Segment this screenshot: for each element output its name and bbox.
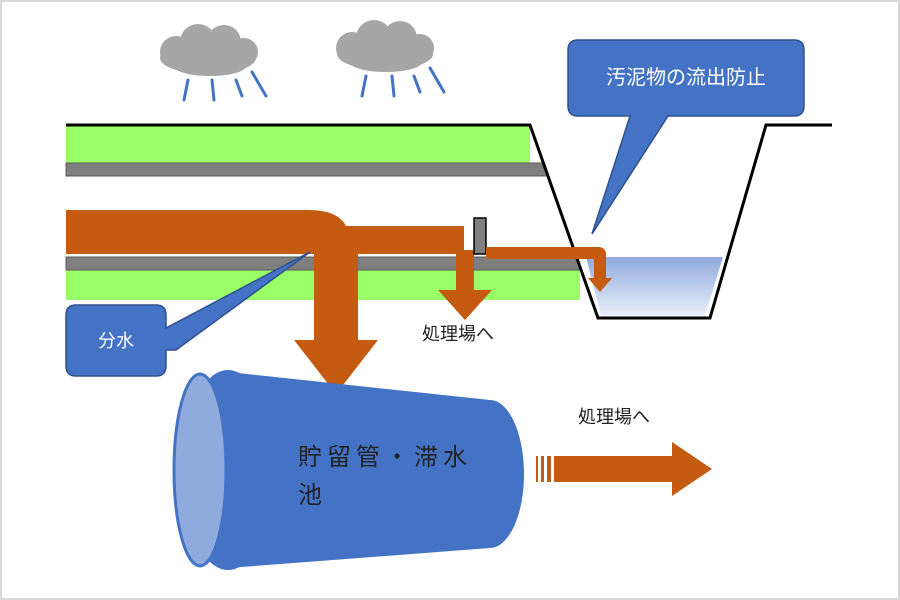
rain-cloud-icon [160,24,268,102]
callout-left-label: 分水 [98,331,134,352]
tank-label-line1: 貯留管・滞水 [298,443,472,471]
to-plant-label-1: 処理場へ [422,324,494,345]
tank-label-line2: 池 [298,481,327,509]
divert-arrow [294,226,378,394]
overflow-flow [486,247,612,292]
to-plant-label-2: 処理場へ [578,407,650,428]
callout-top [567,39,805,235]
stripe-arrow-icon [536,442,712,496]
callout-left [65,251,311,377]
storage-tank [228,372,524,568]
channel-outline [66,123,832,320]
river-water [586,257,723,316]
main-flow [66,210,464,254]
pipe-wall-top [65,162,549,177]
callout-top-label: 汚泥物の流出防止 [606,65,766,89]
overflow-weir [473,217,487,255]
ground-upper [66,125,530,163]
tank-face [172,372,228,568]
rain-cloud-icon [336,20,446,98]
flow-arrow-icon [438,250,492,320]
